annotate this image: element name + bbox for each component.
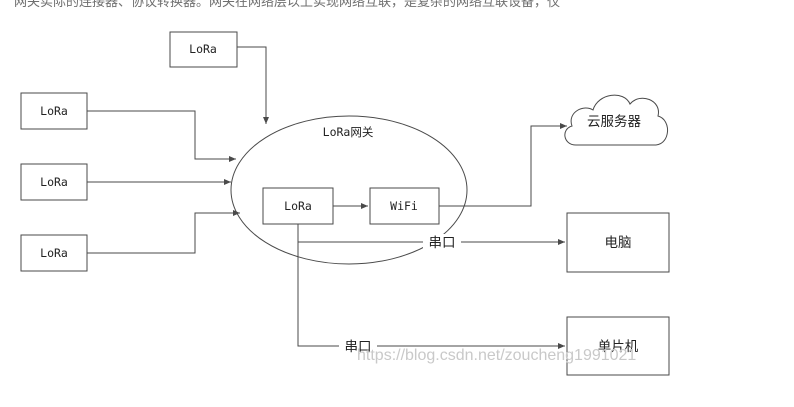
edge-lora-left-1-to-gateway [87,110,236,162]
serial-pc-label: 串口 [429,235,456,251]
edge-lora-left-3-to-gateway [87,210,240,254]
edge-lora-top-to-gateway [237,46,269,124]
gateway-wifi-label: WiFi [390,199,418,213]
edge-lora-to-mcu [297,242,565,349]
pc-label: 电脑 [605,235,632,251]
serial-mcu-label: 串口 [345,339,372,355]
lora-left-3-box [20,234,88,272]
lora-left-1-label: LoRa [40,104,68,118]
serial-mcu-label-bg [339,338,377,354]
header-text: 网关实际的连接器、协议转换器。网关在网络层以上实现网络互联，是复杂的网络互联设备… [14,0,561,10]
gateway-wifi-box [369,187,440,225]
lora-left-2-box [20,163,88,201]
lora-left-1-box [20,92,88,130]
gateway-label: LoRa网关 [323,125,374,139]
mcu-box [566,316,670,376]
gateway-lora-label: LoRa [284,199,312,213]
watermark-text: https://blog.csdn.net/zoucheng1991021 [357,347,636,364]
edge-wifi-to-cloud [439,123,567,207]
serial-pc-label-bg [423,234,461,250]
lora-top-label: LoRa [189,42,217,56]
lora-left-2-label: LoRa [40,175,68,189]
lora-left-3-label: LoRa [40,246,68,260]
lora-top-box [169,31,238,68]
cloud-shape [564,94,668,146]
mcu-label: 单片机 [598,339,639,355]
cloud-label: 云服务器 [587,114,641,130]
pc-box [566,212,670,273]
gateway-lora-box [262,187,334,225]
gateway-ellipse [230,115,468,265]
